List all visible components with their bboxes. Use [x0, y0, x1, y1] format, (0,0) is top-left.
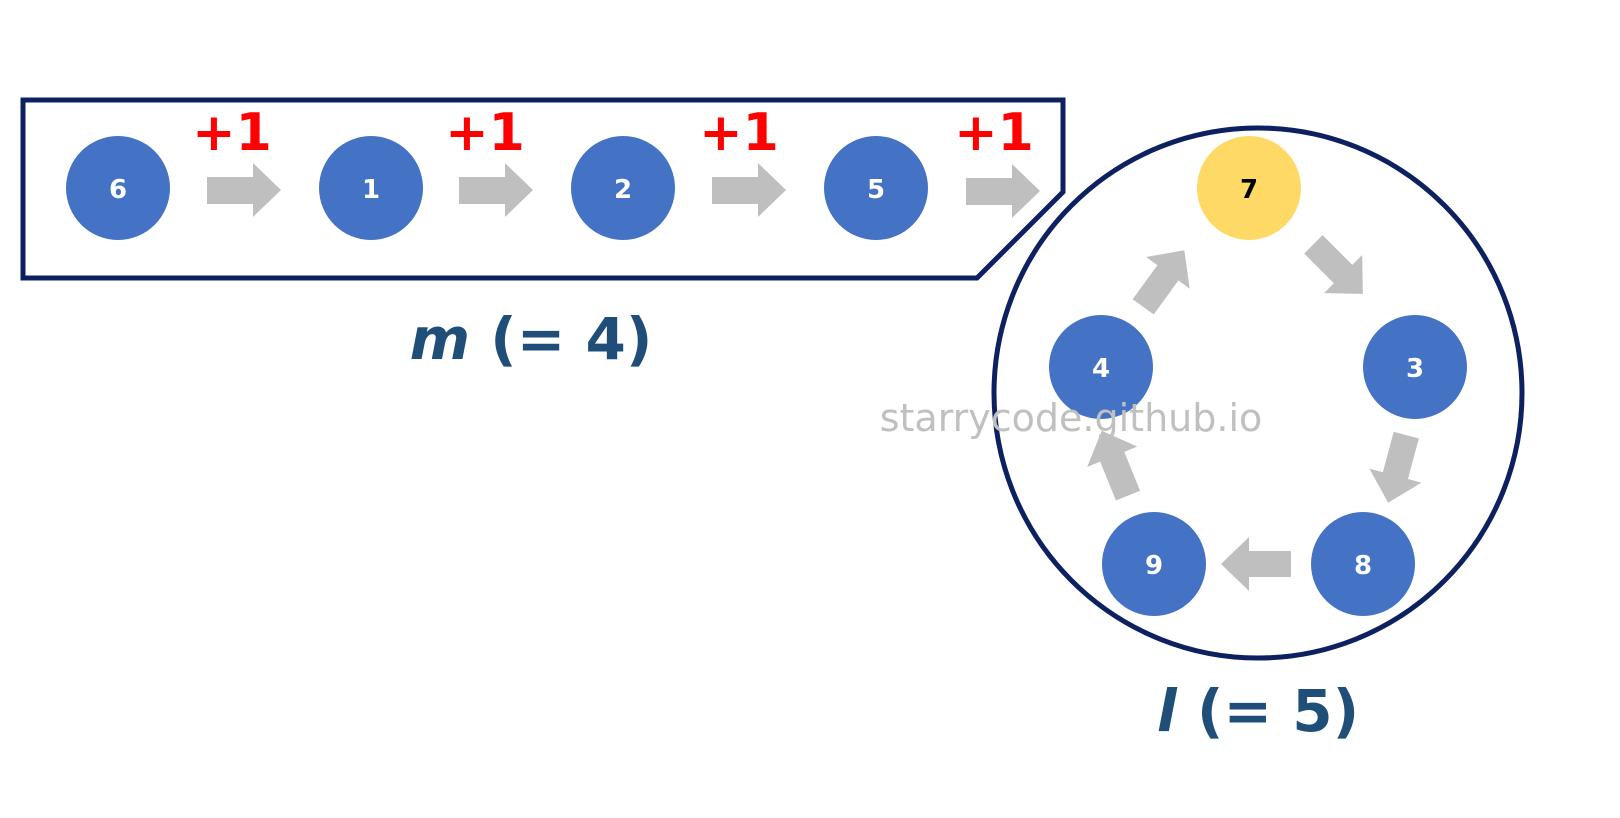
cycle-arrow-3-to-8 — [1369, 431, 1422, 503]
cycle-frame — [991, 125, 1525, 661]
cycle-node-2: 3 — [1363, 315, 1467, 419]
cycle-arrow-7-to-3 — [1304, 235, 1363, 294]
cycle-arrow-8-to-9 — [1221, 537, 1291, 591]
cycle-node-3: 8 — [1311, 512, 1415, 616]
right-arrow-icon — [712, 163, 786, 217]
tail-length-caption: m (= 4) — [410, 305, 653, 373]
cycle-node-4: 9 — [1102, 512, 1206, 616]
tail-node-4-label: 5 — [867, 175, 885, 205]
cycle-node-2-label: 3 — [1406, 354, 1424, 384]
right-arrow-icon — [459, 163, 533, 217]
cycle-node-3-label: 8 — [1354, 551, 1372, 581]
cycle-length-caption: l (= 5) — [1157, 677, 1359, 745]
cycle-node-5: 4 — [1049, 315, 1153, 419]
tail-length-value: (= 4) — [470, 305, 652, 373]
cycle-length-value: (= 5) — [1177, 677, 1359, 745]
right-arrow-icon — [207, 163, 281, 217]
right-arrow-icon — [966, 164, 1040, 218]
tail-node-4: 5 — [824, 136, 928, 240]
increment-label-4: +1 — [954, 103, 1034, 163]
cycle-arrow-4-to-7 — [1132, 250, 1190, 315]
watermark: starrycode.github.io — [880, 396, 1263, 440]
tail-node-3: 2 — [571, 136, 675, 240]
tail-length-variable: m — [410, 305, 470, 373]
cycle-node-1-label: 7 — [1240, 175, 1258, 205]
tail-node-1-label: 6 — [109, 175, 127, 205]
cycle-node-4-label: 9 — [1145, 551, 1163, 581]
increment-label-1: +1 — [192, 103, 272, 163]
increment-label-3: +1 — [699, 103, 779, 163]
increment-label-2: +1 — [445, 103, 525, 163]
cycle-node-1: 7 — [1197, 136, 1301, 240]
tail-node-2: 1 — [319, 136, 423, 240]
tail-node-3-label: 2 — [614, 175, 632, 205]
cycle-node-5-label: 4 — [1092, 354, 1110, 384]
tail-node-2-label: 1 — [362, 175, 380, 205]
cycle-arrow-9-to-4 — [1087, 430, 1141, 501]
tail-node-1: 6 — [66, 136, 170, 240]
tail-frame — [20, 97, 1066, 281]
cycle-length-variable: l — [1157, 677, 1178, 745]
